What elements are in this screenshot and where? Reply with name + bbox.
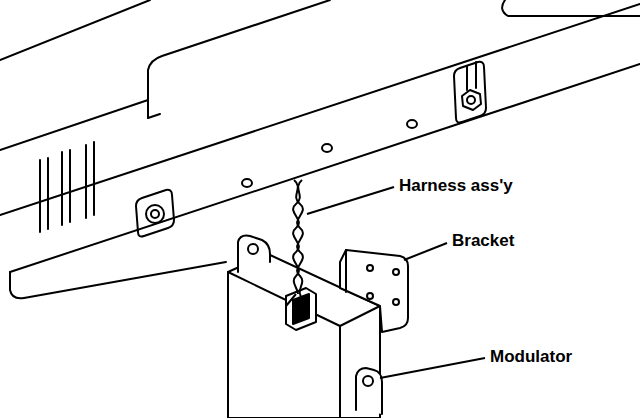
- nut: [146, 205, 164, 223]
- bracket-hole: [393, 299, 399, 305]
- leader-line: [404, 243, 447, 260]
- frame-hole: [242, 179, 252, 187]
- bracket-hole: [367, 265, 373, 271]
- frame-edge: [10, 64, 640, 272]
- frame-hole: [407, 120, 417, 128]
- leader-lines: [307, 187, 485, 378]
- mounting-ear: [238, 236, 270, 272]
- bolt: [151, 210, 159, 218]
- frame-edge: [0, 0, 150, 60]
- bracket-edge: [345, 250, 347, 292]
- bracket-foot: [356, 368, 382, 414]
- harness-wire: [293, 180, 302, 294]
- harness-wire: [294, 180, 303, 294]
- harness-cable: [286, 180, 304, 306]
- part-label: Harness ass'y: [399, 176, 513, 196]
- bolt: [363, 376, 373, 386]
- modulator-edge: [339, 326, 341, 418]
- frame-pad: [502, 0, 640, 16]
- nut: [462, 90, 481, 110]
- frame-edge: [0, 4, 640, 215]
- connector: [286, 288, 316, 330]
- frame-slot: [454, 62, 486, 123]
- part-label: Modulator: [490, 347, 572, 367]
- part-label: Bracket: [452, 231, 514, 251]
- harness-wire: [286, 294, 304, 306]
- bracket-hole: [393, 269, 399, 275]
- bracket-hole: [367, 293, 373, 299]
- bolt: [467, 62, 476, 90]
- frame-edge: [10, 262, 226, 298]
- bracket-plate: [340, 250, 408, 332]
- frame-pad: [148, 0, 330, 118]
- leader-line: [307, 187, 394, 214]
- frame-member: [0, 0, 640, 298]
- modulator-unit: [228, 236, 408, 418]
- frame-slot: [136, 190, 174, 237]
- frame-edge: [0, 100, 148, 150]
- frame-hole: [322, 144, 332, 152]
- bolt: [248, 244, 258, 254]
- leader-line: [380, 358, 485, 378]
- bolt: [467, 96, 475, 104]
- frame-edge: [148, 114, 160, 118]
